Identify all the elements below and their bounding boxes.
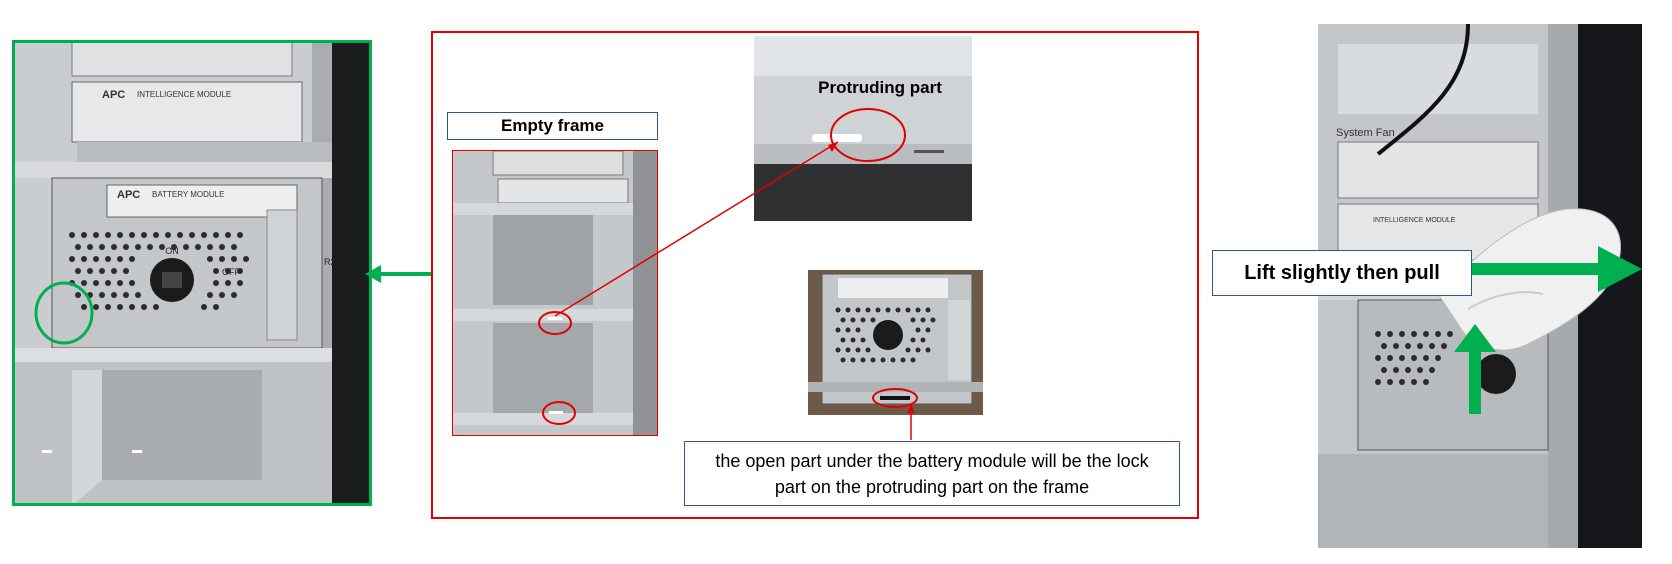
protrusion-circle: [830, 108, 906, 162]
arrow-left-icon: [365, 265, 433, 283]
caption-arrowhead-icon: [907, 404, 915, 413]
lift-then-pull-label: Lift slightly then pull: [1212, 250, 1472, 296]
rack-label-r2: R2: [324, 257, 336, 267]
brand-text-top: APC: [102, 89, 125, 101]
connector-arrowhead-icon: [828, 142, 838, 152]
battery-module-text: BATTERY MODULE: [152, 190, 224, 199]
switch-off-text: OFF: [222, 267, 240, 277]
protruding-part-photo: [754, 36, 972, 221]
intelligence-module-text: INTELLIGENCE MODULE: [137, 90, 231, 99]
switch-on-text: ON: [165, 246, 179, 256]
center-detail-frame: [431, 31, 1199, 519]
pull-arrow-icon: [1598, 246, 1642, 292]
right-photo-removal: System Fan INTELLIGENCE MODULE: [1318, 24, 1642, 548]
caption-line-1: the open part under the battery module w…: [715, 451, 1149, 471]
empty-frame-photo: [452, 150, 658, 436]
lock-position-circle: [34, 281, 94, 345]
lift-arrow-icon: [1454, 324, 1496, 352]
system-fan-text: System Fan: [1336, 127, 1395, 139]
brand-text-battery: APC: [117, 189, 140, 201]
battery-module-photo: [808, 270, 983, 415]
left-photo-installed-module: APC INTELLIGENCE MODULE APC BATTERY MODU…: [12, 40, 372, 506]
protruding-part-label: Protruding part: [818, 78, 942, 97]
caption-line-2: part on the protruding part on the frame: [774, 477, 1090, 497]
intelligence-module-text-right: INTELLIGENCE MODULE: [1373, 217, 1456, 224]
empty-frame-label: Empty frame: [447, 112, 658, 140]
lock-explanation-caption: the open part under the battery module w…: [684, 441, 1180, 506]
connector-line: [554, 141, 839, 317]
